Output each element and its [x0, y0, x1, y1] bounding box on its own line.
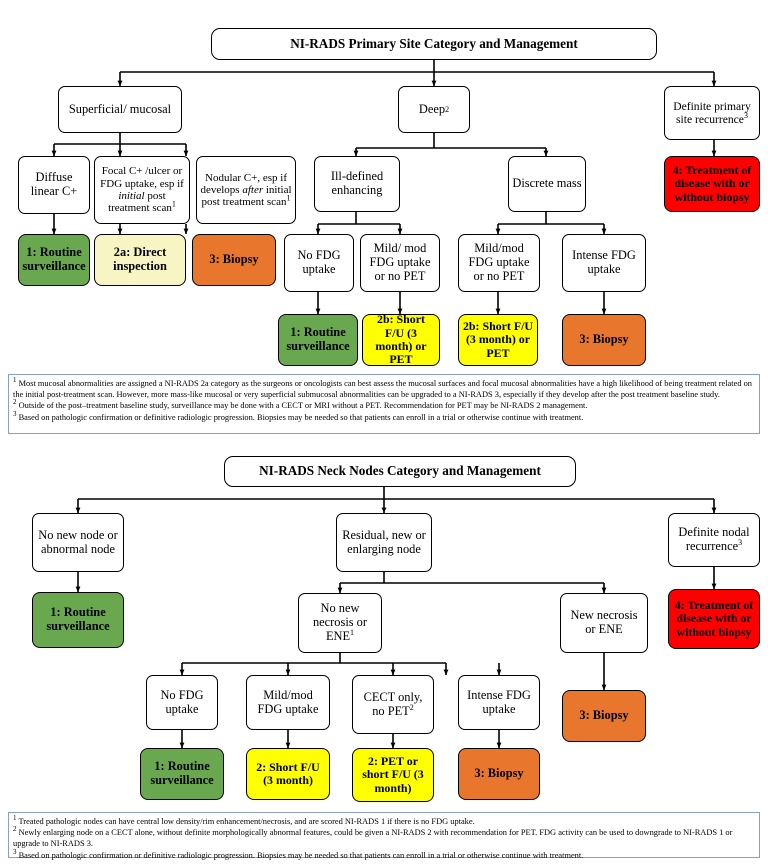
node-nodular-label-b: initial post treatment scan [201, 183, 292, 209]
node-no-new-necrosis-label: No new necrosis or ENE [312, 601, 368, 643]
node-no-new-necrosis-ene[interactable]: No new necrosis or ENE1 [298, 593, 382, 653]
node-focal-label-b: post treatment scan [108, 190, 172, 215]
node-mild-mod-fdg-nodal[interactable]: Mild/mod FDG uptake [246, 675, 330, 730]
node-nodular-label-a: Nodular C+, esp if develops [200, 171, 287, 196]
outcome-2b-short-fu-discrete[interactable]: 2b: Short F/U (3 month) or PET [458, 314, 538, 366]
outcome-2b-short-fu-illdefined[interactable]: 2b: Short F/U (3 month) or PET [362, 313, 440, 366]
node-focal-emph: initial [118, 190, 145, 202]
node-nodular[interactable]: Nodular C+, esp if develops after initia… [196, 156, 296, 224]
node-no-new-node[interactable]: No new node or abnormal node [32, 513, 124, 572]
node-focal-label-a: Focal C+ /ulcer or FDG uptake, esp if [100, 165, 184, 190]
node-definite-nodal-label: Definite nodal recurrence [678, 525, 750, 553]
node-cect-footnote-ref: 2 [409, 702, 414, 712]
outcome-2a-direct-inspection[interactable]: 2a: Direct inspection [94, 234, 186, 286]
node-no-new-necrosis-footnote-ref: 1 [350, 627, 355, 637]
outcome-3-biopsy-nodular[interactable]: 3: Biopsy [192, 234, 276, 286]
outcome-1-routine-no-fdg-nodal[interactable]: 1: Routine surveillance [140, 748, 224, 800]
outcome-4-treatment-nodal[interactable]: 4: Treatment of disease with or without … [668, 589, 760, 649]
outcome-1-routine-no-fdg[interactable]: 1: Routine surveillance [278, 314, 358, 366]
chart1-title: NI-RADS Primary Site Category and Manage… [211, 28, 657, 60]
node-discrete-mass[interactable]: Discrete mass [508, 156, 586, 212]
outcome-3-biopsy-new-necrosis[interactable]: 3: Biopsy [562, 690, 646, 742]
outcome-2-pet-or-short-fu[interactable]: 2: PET or short F/U (3 month) [352, 748, 434, 802]
node-cect-label: CECT only, no PET [363, 689, 423, 718]
outcome-2-short-fu-nodal[interactable]: 2: Short F/U (3 month) [246, 748, 330, 800]
node-nodular-emph: after [242, 183, 264, 196]
chart1-footnote-1: 1 Most mucosal abnormalities are assigne… [13, 375, 752, 399]
chart2-footnote-1: 1 Treated pathologic nodes can have cent… [13, 813, 475, 826]
outcome-1-routine-diffuse[interactable]: 1: Routine surveillance [18, 234, 90, 286]
node-definite-nodal-footnote-ref: 3 [738, 537, 743, 547]
node-definite-primary-recurrence[interactable]: Definite primary site recurrence3 [664, 86, 760, 140]
node-deep-label: Deep [418, 101, 446, 116]
node-definite-label: Definite primary site recurrence [673, 100, 751, 126]
node-diffuse-linear[interactable]: Diffuse linear C+ [18, 156, 90, 214]
chart2-footnote-2: 2 Newly enlarging node on a CECT alone, … [13, 825, 733, 849]
node-definite-footnote-ref: 3 [743, 111, 748, 121]
outcome-4-treatment-primary[interactable]: 4: Treatment of disease with or without … [664, 156, 760, 212]
chart1-footnote-2: 2 Outside of the post–treatment baseline… [13, 398, 588, 411]
node-mild-mod-fdg-illdefined[interactable]: Mild/ mod FDG uptake or no PET [360, 234, 440, 292]
node-superficial-mucosal[interactable]: Superficial/ mucosal [58, 86, 182, 133]
node-definite-nodal-recurrence[interactable]: Definite nodal recurrence3 [668, 513, 760, 567]
chart1-footnote-3: 3 Based on pathologic confirmation or de… [13, 410, 584, 423]
node-mild-mod-fdg-discrete[interactable]: Mild/mod FDG uptake or no PET [458, 234, 540, 292]
outcome-3-biopsy-intense-nodal[interactable]: 3: Biopsy [458, 748, 540, 800]
outcome-1-routine-no-new-node[interactable]: 1: Routine surveillance [32, 592, 124, 648]
node-cect-only-no-pet[interactable]: CECT only, no PET2 [352, 675, 434, 734]
chart2-footnotes: 1 Treated pathologic nodes can have cent… [8, 812, 760, 861]
node-intense-fdg-primary[interactable]: Intense FDG uptake [562, 234, 646, 292]
chart1-footnotes: 1 Most mucosal abnormalities are assigne… [8, 374, 760, 434]
chart2-footnote-3: 3 Based on pathologic confirmation or de… [13, 848, 584, 861]
node-focal-footnote-ref: 1 [171, 199, 176, 209]
node-residual-new-enlarging[interactable]: Residual, new or enlarging node [336, 513, 432, 572]
node-no-fdg-uptake-primary[interactable]: No FDG uptake [284, 234, 354, 292]
chart2-title: NI-RADS Neck Nodes Category and Manageme… [224, 456, 576, 487]
node-intense-fdg-nodal[interactable]: Intense FDG uptake [458, 675, 540, 730]
node-no-fdg-uptake-nodal[interactable]: No FDG uptake [146, 675, 218, 730]
node-new-necrosis-ene[interactable]: New necrosis or ENE [560, 593, 648, 653]
node-ill-defined-enhancing[interactable]: Ill-defined enhancing [314, 156, 400, 212]
node-focal-ulcer[interactable]: Focal C+ /ulcer or FDG uptake, esp if in… [94, 156, 190, 224]
node-nodular-footnote-ref: 1 [286, 193, 291, 203]
outcome-3-biopsy-intense-primary[interactable]: 3: Biopsy [562, 314, 646, 366]
